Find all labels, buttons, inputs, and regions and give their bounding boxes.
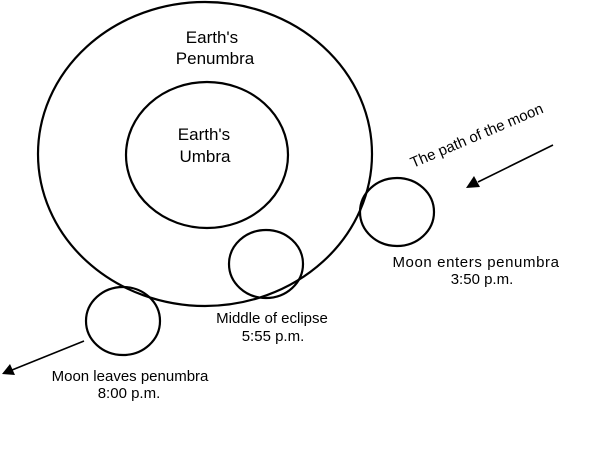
umbra-label-line2: Umbra xyxy=(179,147,231,166)
penumbra-label-line2: Penumbra xyxy=(176,49,255,68)
middle-of-eclipse-time: 5:55 p.m. xyxy=(242,328,305,345)
umbra-label-line1: Earth's xyxy=(178,125,230,144)
path-direction-arrow xyxy=(466,144,554,188)
middle-of-eclipse-label: Middle of eclipse xyxy=(216,310,328,327)
earth-umbra-circle xyxy=(124,80,290,230)
moon-enters-label: Moon enters penumbra xyxy=(392,254,559,271)
penumbra-label-line1: Earth's xyxy=(186,28,238,47)
moon-leaves-label: Moon leaves penumbra xyxy=(52,368,209,385)
earth-penumbra-circle xyxy=(36,0,374,308)
moon-path-label: The path of the moon xyxy=(408,100,546,171)
moon-enters-circle xyxy=(358,176,436,248)
moon-leaves-circle xyxy=(84,285,162,357)
moon-leaves-time: 8:00 p.m. xyxy=(98,385,161,402)
moon-enters-time: 3:50 p.m. xyxy=(451,271,514,288)
moon-exit-arrow xyxy=(2,340,85,375)
moon-middle-circle xyxy=(227,228,305,300)
